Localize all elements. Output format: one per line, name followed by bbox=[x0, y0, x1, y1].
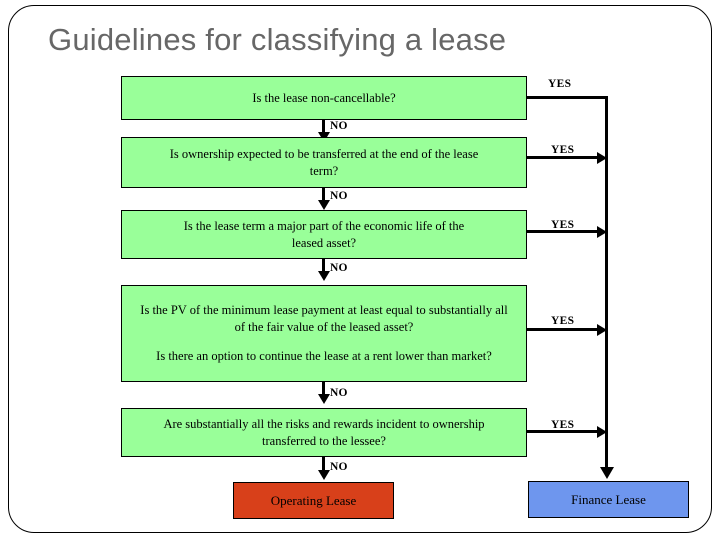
yes-connector-1 bbox=[527, 96, 607, 99]
decision-5-text: Are substantially all the risks and rewa… bbox=[163, 416, 485, 448]
yes-label-1: YES bbox=[548, 78, 572, 90]
page-title: Guidelines for classifying a lease bbox=[48, 22, 507, 57]
no-connector-2 bbox=[322, 188, 325, 201]
decision-box-1[interactable]: Is the lease non-cancellable? bbox=[121, 76, 527, 120]
decision-box-2[interactable]: Is ownership expected to be transferred … bbox=[121, 137, 527, 188]
yes-label-3: YES bbox=[551, 219, 575, 231]
no-label-3: NO bbox=[330, 262, 348, 274]
no-label-5: NO bbox=[330, 461, 348, 473]
no-connector-5 bbox=[322, 457, 325, 471]
no-label-2: NO bbox=[330, 190, 348, 202]
yes-connector-5 bbox=[527, 430, 599, 433]
decision-box-4[interactable]: Is the PV of the minimum lease payment a… bbox=[121, 285, 527, 382]
yes-connector-4 bbox=[527, 328, 599, 331]
no-label-4: NO bbox=[330, 387, 348, 399]
decision-2-text: Is ownership expected to be transferred … bbox=[169, 146, 479, 178]
yes-connector-2 bbox=[527, 156, 599, 159]
terminal-finance-lease[interactable]: Finance Lease bbox=[528, 481, 689, 518]
decision-box-3[interactable]: Is the lease term a major part of the ec… bbox=[121, 210, 527, 259]
operating-lease-label: Operating Lease bbox=[270, 492, 357, 508]
terminal-operating-lease[interactable]: Operating Lease bbox=[233, 482, 394, 519]
yes-connector-3 bbox=[527, 230, 599, 233]
no-connector-3 bbox=[322, 259, 325, 272]
no-connector-4 bbox=[322, 382, 325, 395]
yes-label-5: YES bbox=[551, 419, 575, 431]
decision-box-5[interactable]: Are substantially all the risks and rewa… bbox=[121, 408, 527, 457]
finance-lease-label: Finance Lease bbox=[571, 491, 646, 507]
no-connector-1 bbox=[322, 120, 325, 133]
no-label-1: NO bbox=[330, 120, 348, 132]
decision-4-text-b: Is there an option to continue the lease… bbox=[156, 349, 492, 364]
decision-3-text: Is the lease term a major part of the ec… bbox=[183, 218, 465, 250]
yes-spine-connector bbox=[605, 96, 608, 468]
yes-label-4: YES bbox=[551, 315, 575, 327]
decision-1-text: Is the lease non-cancellable? bbox=[252, 90, 396, 105]
decision-4-text-a: Is the PV of the minimum lease payment a… bbox=[140, 302, 508, 334]
yes-label-2: YES bbox=[551, 144, 575, 156]
